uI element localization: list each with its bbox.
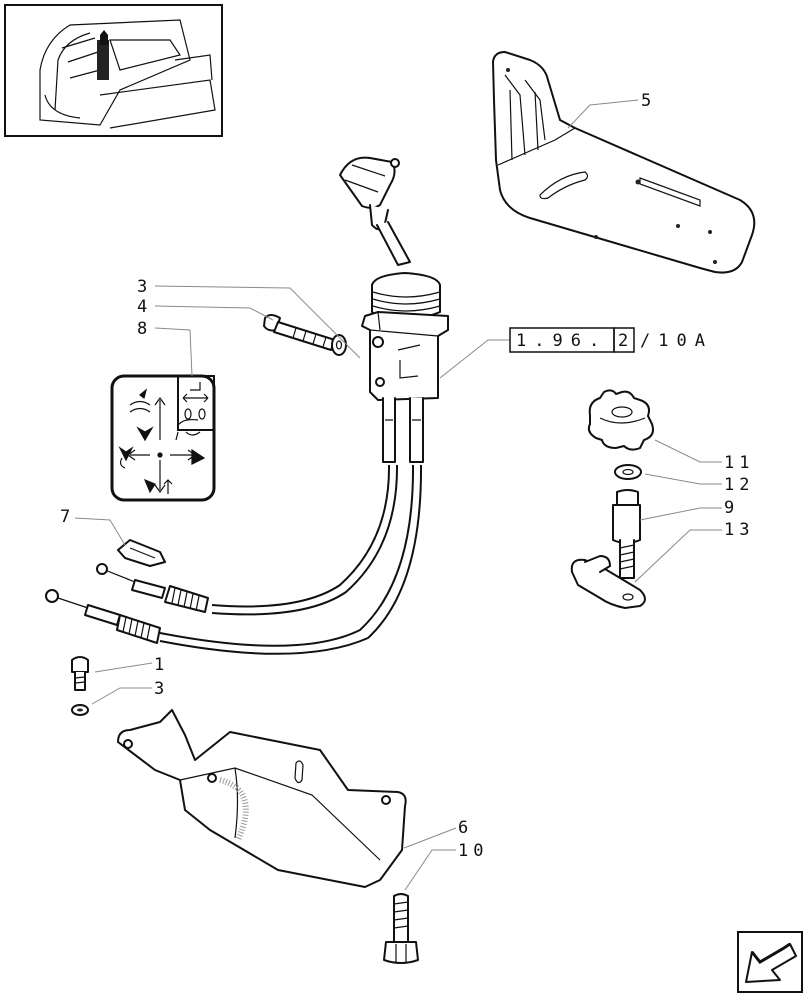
callout-6[interactable]: 6 bbox=[458, 818, 473, 838]
overview-thumbnail[interactable] bbox=[4, 4, 223, 137]
part-9-spacer[interactable] bbox=[612, 489, 641, 579]
part-3-washer-small[interactable] bbox=[71, 704, 89, 716]
part-6-bracket[interactable] bbox=[117, 709, 407, 888]
part-7-clip[interactable] bbox=[117, 539, 166, 567]
callout-8[interactable]: 8 bbox=[137, 319, 152, 339]
part-5-bracket[interactable] bbox=[492, 51, 756, 274]
callout-3-bottom[interactable]: 3 bbox=[154, 679, 169, 699]
part-12-washer[interactable] bbox=[614, 464, 642, 480]
callout-7[interactable]: 7 bbox=[60, 507, 75, 527]
joystick-lever[interactable] bbox=[339, 156, 449, 463]
control-cables[interactable] bbox=[45, 464, 423, 655]
part-4-screw[interactable] bbox=[263, 314, 336, 351]
part-13-plate[interactable] bbox=[570, 555, 646, 609]
part-10-bolt[interactable] bbox=[383, 893, 419, 964]
callout-1[interactable]: 1 bbox=[154, 655, 169, 675]
callout-10[interactable]: 10 bbox=[458, 841, 488, 861]
callout-4[interactable]: 4 bbox=[137, 297, 152, 317]
cross-reference-link[interactable]: 1.96. 2 /10A bbox=[509, 327, 713, 353]
callout-5[interactable]: 5 bbox=[641, 91, 656, 111]
callout-11[interactable]: 11 bbox=[724, 453, 754, 473]
callout-labels: 5 3 4 8 7 1 3 6 10 11 12 9 13 bbox=[60, 91, 754, 861]
lower-cable-end bbox=[45, 589, 161, 644]
reference-suffix: /10A bbox=[640, 331, 713, 351]
part-11-star-knob[interactable] bbox=[587, 389, 654, 451]
cab-sketch bbox=[39, 19, 216, 129]
reference-boxed-digit: 2 bbox=[618, 331, 636, 351]
joystick-pattern-decal[interactable] bbox=[110, 374, 216, 502]
leader-lines bbox=[74, 99, 722, 891]
upper-cable-end bbox=[96, 563, 209, 613]
callout-13[interactable]: 13 bbox=[724, 520, 754, 540]
part-3-washer[interactable] bbox=[331, 334, 347, 356]
callout-12[interactable]: 12 bbox=[724, 475, 754, 495]
callout-3-top[interactable]: 3 bbox=[137, 277, 152, 297]
reference-prefix: 1.96. bbox=[516, 331, 607, 351]
callout-9[interactable]: 9 bbox=[724, 498, 739, 518]
navigation-arrow-icon[interactable] bbox=[737, 931, 803, 993]
part-1-screw[interactable] bbox=[71, 656, 89, 691]
pattern-symbols bbox=[118, 382, 209, 494]
